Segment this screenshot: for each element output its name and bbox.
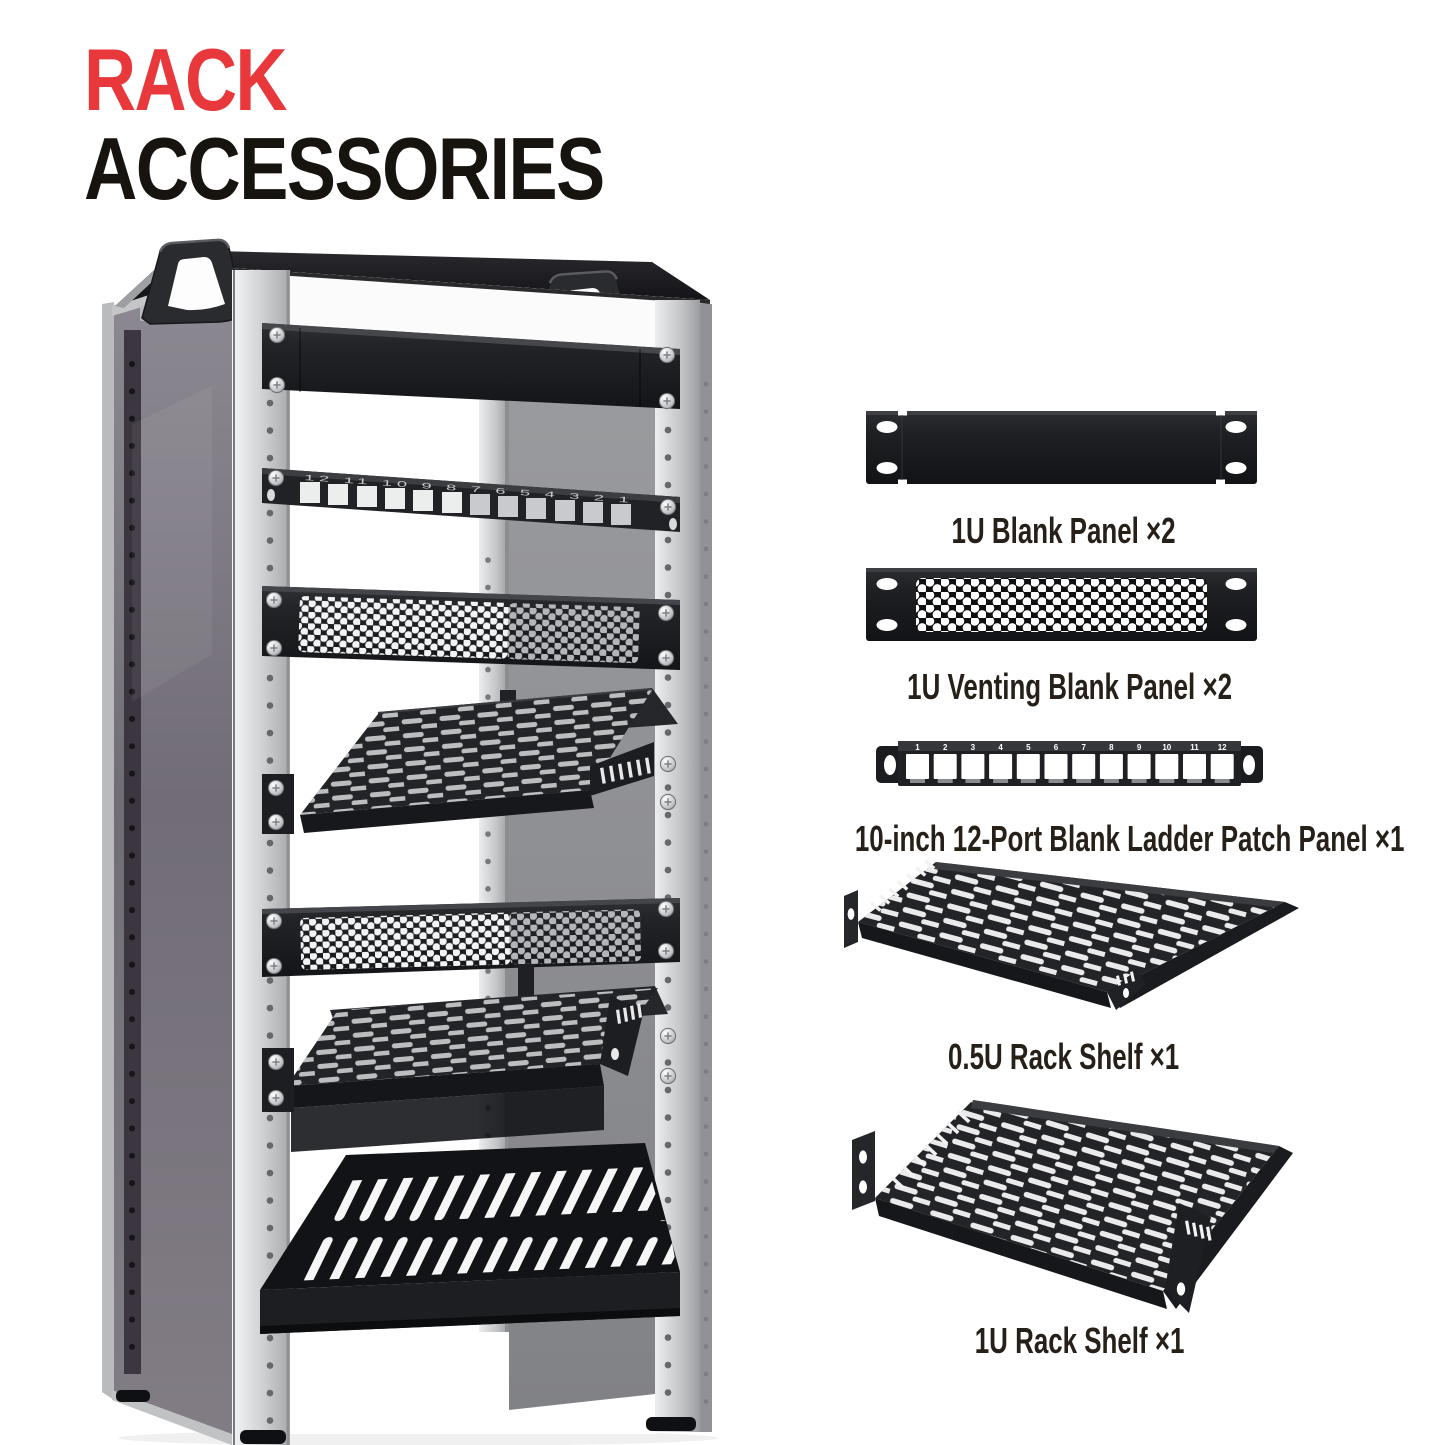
accessory-blank-panel bbox=[866, 410, 1257, 485]
label-blank-panel: 1U Blank Panel ×2 bbox=[951, 510, 1177, 551]
installed-one-u-shelf bbox=[262, 964, 677, 1152]
mounting-holes bbox=[876, 578, 1247, 631]
rack-vented-floor bbox=[260, 1143, 680, 1334]
title-line-rack: RACK bbox=[84, 30, 288, 129]
venting-blank-panel-image bbox=[866, 568, 1257, 641]
port-cutouts bbox=[906, 754, 1234, 783]
page-title: RACK ACCESSORIES bbox=[84, 30, 703, 218]
svg-text:12: 12 bbox=[1218, 743, 1227, 752]
label-patch-panel: 10-inch 12-Port Blank Ladder Patch Panel… bbox=[854, 818, 1405, 859]
title-line-accessories: ACCESSORIES bbox=[84, 118, 605, 218]
accessory-half-u-shelf bbox=[828, 852, 1310, 1018]
port-numbers: 1 2 3 4 5 6 7 8 9 10 11 12 bbox=[915, 743, 1227, 752]
accessory-patch-panel: 1 2 3 4 5 6 7 8 9 10 11 12 bbox=[872, 738, 1267, 788]
installed-venting-panel-top bbox=[262, 586, 680, 670]
rack-photo: 12 11 10 9 8 7 6 5 4 3 2 1 bbox=[88, 224, 728, 1445]
svg-text:5: 5 bbox=[1026, 743, 1031, 752]
accessory-one-u-shelf bbox=[835, 1083, 1325, 1315]
svg-text:10: 10 bbox=[1162, 743, 1171, 752]
half-u-shelf-left-ear bbox=[844, 859, 936, 948]
svg-text:4: 4 bbox=[998, 743, 1003, 752]
accessory-venting-blank-panel bbox=[866, 566, 1257, 643]
one-u-shelf-right-ear bbox=[1165, 1203, 1212, 1313]
half-u-shelf-right-ear bbox=[1107, 970, 1146, 1010]
one-u-shelf-image bbox=[852, 1100, 1293, 1313]
label-one-u-shelf: 1U Rack Shelf ×1 bbox=[975, 1320, 1185, 1361]
svg-text:3: 3 bbox=[971, 743, 976, 752]
svg-text:8: 8 bbox=[1109, 743, 1114, 752]
installed-blank-panel bbox=[262, 323, 680, 410]
svg-text:7: 7 bbox=[1081, 743, 1086, 752]
svg-text:2: 2 bbox=[943, 743, 948, 752]
patch-panel-image: 1 2 3 4 5 6 7 8 9 10 11 12 bbox=[876, 741, 1263, 786]
mounting-holes bbox=[876, 421, 1247, 474]
half-u-shelf-right-ear bbox=[590, 742, 654, 796]
label-half-u-shelf: 0.5U Rack Shelf ×1 bbox=[948, 1036, 1180, 1077]
rack-top-face bbox=[115, 250, 710, 306]
svg-text:9: 9 bbox=[1137, 743, 1142, 752]
svg-text:11: 11 bbox=[1190, 743, 1199, 752]
one-u-shelf-right-ear bbox=[600, 996, 644, 1076]
rack-illustration: 12 11 10 9 8 7 6 5 4 3 2 1 bbox=[102, 238, 718, 1445]
rack-front-post-left bbox=[232, 270, 290, 1445]
one-u-shelf-left-ear bbox=[852, 1110, 971, 1210]
rack-feet bbox=[116, 1390, 696, 1444]
blank-panel-image bbox=[866, 411, 1257, 484]
carry-handle-left bbox=[140, 238, 247, 325]
svg-text:1: 1 bbox=[915, 743, 920, 752]
installed-venting-panel-bottom bbox=[262, 898, 680, 977]
half-u-shelf-image bbox=[844, 859, 1299, 1010]
svg-text:6: 6 bbox=[1054, 743, 1059, 752]
label-venting-blank-panel: 1U Venting Blank Panel ×2 bbox=[907, 666, 1233, 707]
installed-half-u-shelf bbox=[262, 688, 678, 834]
